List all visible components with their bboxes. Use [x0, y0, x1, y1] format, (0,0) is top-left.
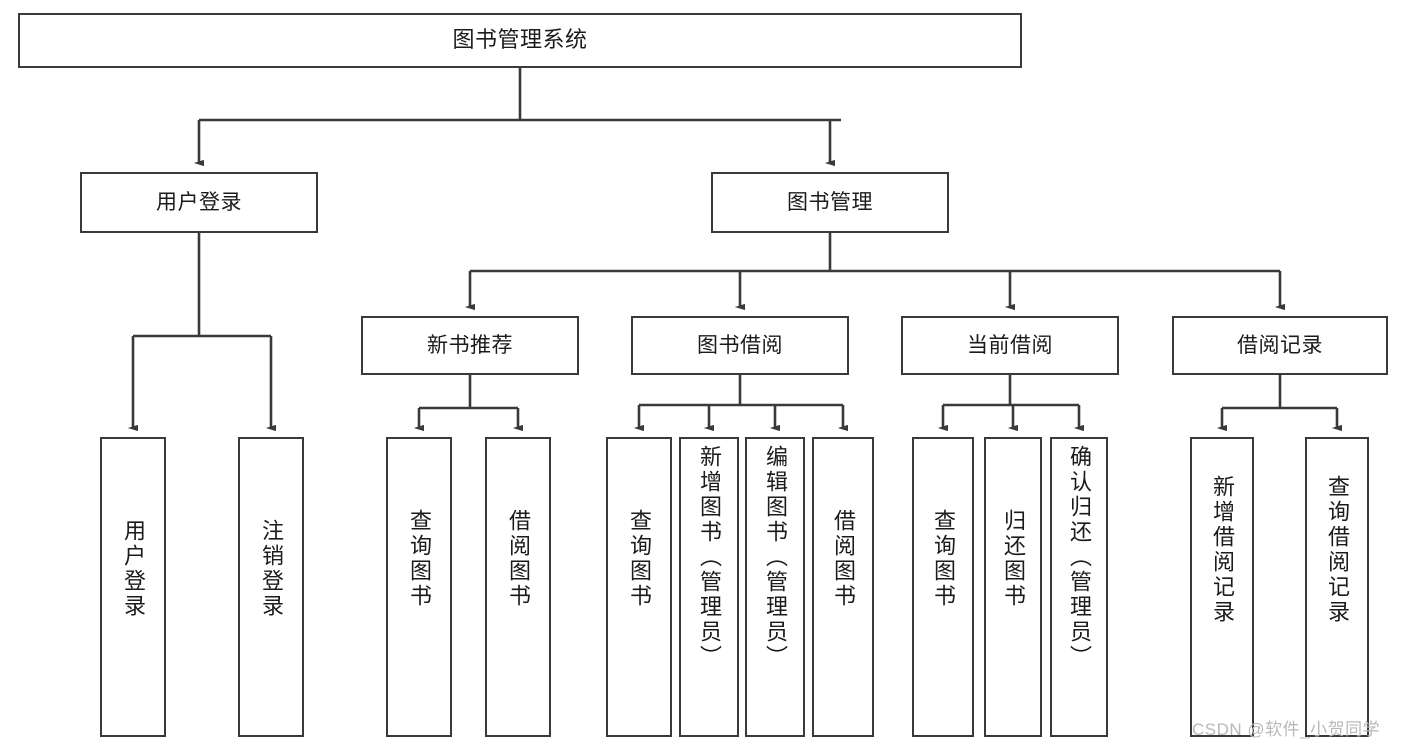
node-book-management-label: 图书管理 [787, 190, 873, 214]
leaf-lend-book[interactable]: 借阅图书 [812, 437, 874, 737]
leaf-query-book-borrow[interactable]: 查询图书 [606, 437, 672, 737]
node-borrow-record-label: 借阅记录 [1237, 333, 1323, 357]
leaf-add-borrow-record-label: 新增借阅记录 [1210, 475, 1235, 625]
leaf-logout[interactable]: 注销登录 [238, 437, 304, 737]
node-book-borrow-label: 图书借阅 [697, 333, 783, 357]
leaf-logout-label: 注销登录 [259, 519, 284, 619]
leaf-edit-book-admin[interactable]: 编辑图书（管理员） [745, 437, 805, 737]
leaf-return-book-label: 归还图书 [1001, 509, 1026, 609]
leaf-confirm-return-admin-label: 确认归还（管理员） [1067, 445, 1092, 670]
leaf-query-book-current[interactable]: 查询图书 [912, 437, 974, 737]
leaf-add-borrow-record[interactable]: 新增借阅记录 [1190, 437, 1254, 737]
leaf-add-book-admin[interactable]: 新增图书（管理员） [679, 437, 739, 737]
node-user-login[interactable]: 用户登录 [80, 172, 318, 233]
leaf-lend-book-label: 借阅图书 [831, 509, 856, 609]
leaf-query-book-borrow-label: 查询图书 [627, 509, 652, 609]
node-root-label: 图书管理系统 [452, 27, 588, 53]
node-root[interactable]: 图书管理系统 [18, 13, 1022, 68]
leaf-user-login[interactable]: 用户登录 [100, 437, 166, 737]
node-current-borrow[interactable]: 当前借阅 [901, 316, 1119, 375]
leaf-confirm-return-admin[interactable]: 确认归还（管理员） [1050, 437, 1108, 737]
node-user-login-label: 用户登录 [156, 190, 242, 214]
leaf-query-borrow-record[interactable]: 查询借阅记录 [1305, 437, 1369, 737]
leaf-add-book-admin-label: 新增图书（管理员） [697, 445, 722, 670]
node-current-borrow-label: 当前借阅 [967, 333, 1053, 357]
leaf-query-book-current-label: 查询图书 [931, 509, 956, 609]
leaf-query-borrow-record-label: 查询借阅记录 [1325, 475, 1350, 625]
node-new-book-recommend-label: 新书推荐 [427, 333, 513, 357]
node-book-management[interactable]: 图书管理 [711, 172, 949, 233]
leaf-borrow-book-newbook-label: 借阅图书 [506, 509, 531, 609]
leaf-borrow-book-newbook[interactable]: 借阅图书 [485, 437, 551, 737]
leaf-edit-book-admin-label: 编辑图书（管理员） [763, 445, 788, 670]
node-book-borrow[interactable]: 图书借阅 [631, 316, 849, 375]
node-borrow-record[interactable]: 借阅记录 [1172, 316, 1388, 375]
leaf-user-login-label: 用户登录 [121, 519, 146, 619]
leaf-query-book-newbook[interactable]: 查询图书 [386, 437, 452, 737]
node-new-book-recommend[interactable]: 新书推荐 [361, 316, 579, 375]
leaf-return-book[interactable]: 归还图书 [984, 437, 1042, 737]
leaf-query-book-newbook-label: 查询图书 [407, 509, 432, 609]
